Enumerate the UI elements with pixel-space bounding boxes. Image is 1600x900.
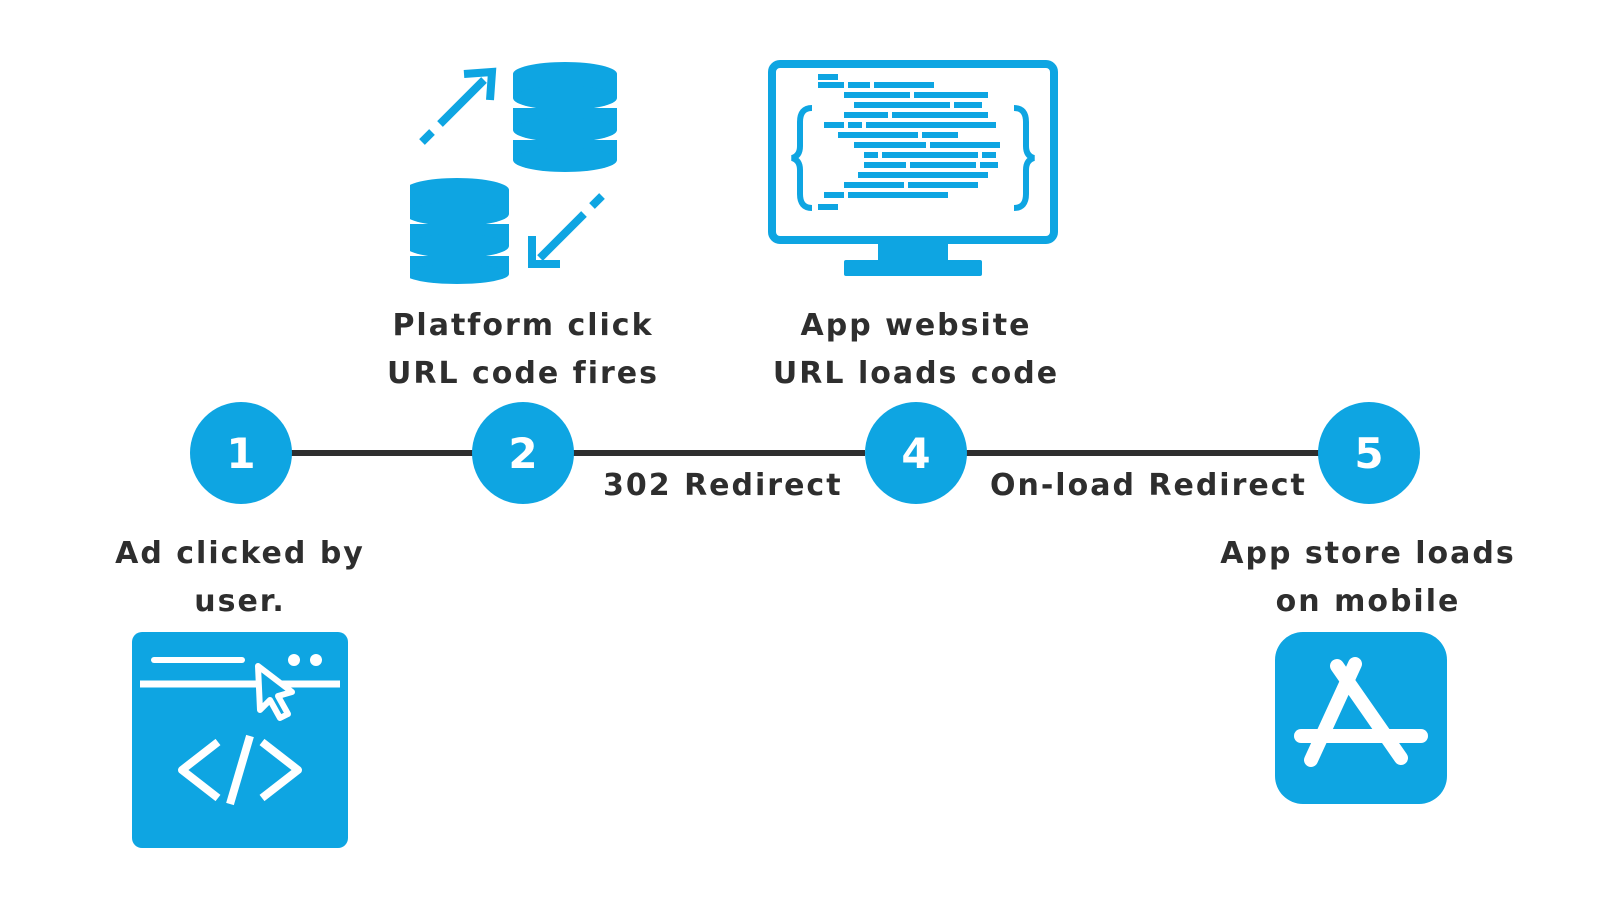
browser-code-cursor-icon bbox=[132, 632, 348, 848]
step-label-line2: URL loads code bbox=[772, 356, 1060, 391]
step-label-line2: user. bbox=[194, 584, 286, 619]
step-label-line1: App store loads bbox=[1220, 536, 1516, 571]
app-store-icon bbox=[1275, 632, 1447, 804]
step-circle-2: 2 bbox=[472, 402, 574, 504]
step-number: 2 bbox=[508, 428, 538, 478]
monitor-code-icon bbox=[768, 60, 1058, 282]
step-label-line2: URL code fires bbox=[386, 356, 659, 391]
step-number: 4 bbox=[901, 428, 931, 478]
step-label-line1: Platform click bbox=[392, 308, 654, 343]
connector-line-2-4 bbox=[570, 450, 865, 456]
step-label-5: App store loads on mobile bbox=[1208, 530, 1528, 626]
step-label-2: Platform click URL code fires bbox=[368, 302, 678, 398]
connector-line-4-5 bbox=[960, 450, 1325, 456]
step-label-line2: on mobile bbox=[1275, 584, 1461, 619]
edge-label-onload-redirect: On-load Redirect bbox=[990, 468, 1307, 503]
step-number: 5 bbox=[1354, 428, 1384, 478]
step-circle-4: 4 bbox=[865, 402, 967, 504]
step-circle-5: 5 bbox=[1318, 402, 1420, 504]
step-circle-1: 1 bbox=[190, 402, 292, 504]
step-label-line1: Ad clicked by bbox=[115, 536, 365, 571]
step-label-line1: App website bbox=[800, 308, 1032, 343]
step-label-4: App website URL loads code bbox=[756, 302, 1076, 398]
database-sync-icon bbox=[410, 60, 630, 285]
step-label-1: Ad clicked by user. bbox=[90, 530, 390, 626]
edge-label-302-redirect: 302 Redirect bbox=[603, 468, 843, 503]
connector-line-1-2 bbox=[285, 450, 475, 456]
step-number: 1 bbox=[226, 428, 256, 478]
